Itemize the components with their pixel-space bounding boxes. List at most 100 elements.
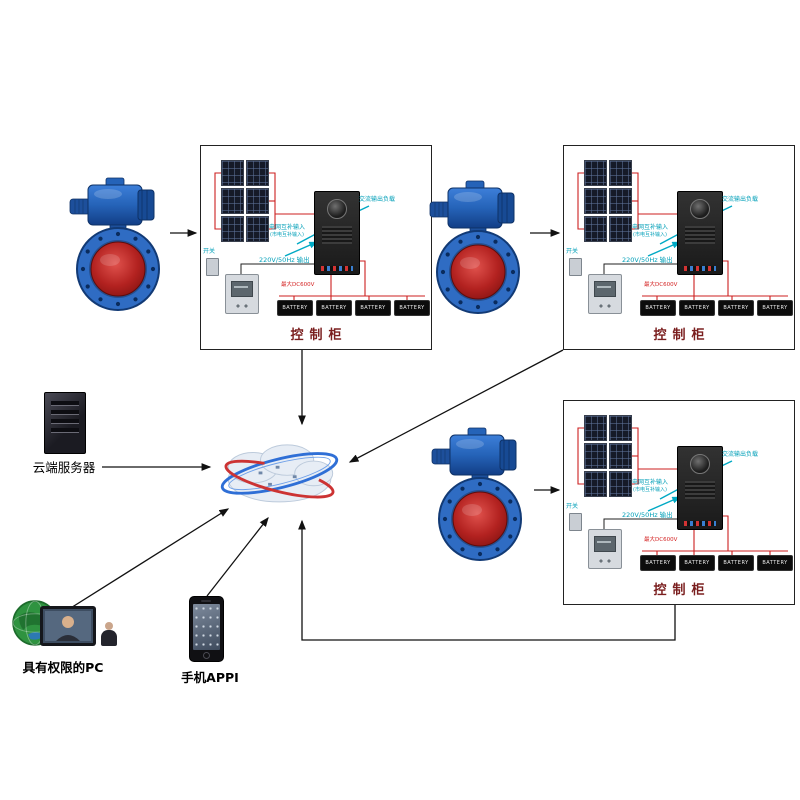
- switch-box: [206, 258, 219, 276]
- label-switch: 开关: [566, 248, 579, 255]
- control-cabinet-3: 交流输出负载 电网互补输入 (市电互补输入) 开关 220V/50Hz 输出 最…: [563, 400, 795, 605]
- solar-panel: [584, 188, 607, 214]
- solar-panel-array: [584, 160, 632, 242]
- inverter-unit: [314, 191, 360, 275]
- solar-panel: [584, 471, 607, 497]
- solar-panel-array: [221, 160, 269, 242]
- label-dc-warning: 最大DC600V: [281, 282, 315, 288]
- inverter-terminals: [684, 266, 716, 271]
- solar-panel: [584, 160, 607, 186]
- valve-3: [430, 422, 530, 562]
- inverter-terminals: [321, 266, 353, 271]
- solar-panel: [221, 216, 244, 242]
- control-cabinet: 交流输出负载 电网互补输入 (市电互补输入) 开关 220V/50Hz 输出 最…: [564, 146, 794, 349]
- server-slot: [51, 428, 79, 433]
- valve-1: [68, 172, 168, 312]
- label-dc-warning: 最大DC600V: [644, 537, 678, 543]
- user-body: [101, 630, 117, 646]
- label-mains-input: 电网互补输入 (市电互补输入): [620, 479, 680, 494]
- label-output-voltage: 220V/50Hz 输出: [259, 256, 310, 264]
- solar-panel: [609, 160, 632, 186]
- label-ac-output: 交流输出负载: [722, 196, 759, 203]
- inverter-dial-icon: [327, 199, 347, 219]
- label-mains-input-main: 电网互补输入: [268, 224, 305, 231]
- control-cabinet-1: 交流输出负载 电网互补输入 (市电互补输入) 开关 220V/50Hz 输出 最…: [200, 145, 432, 350]
- electric-butterfly-valve-icon: [431, 427, 522, 561]
- monitor-icon: [40, 606, 96, 646]
- battery: BATTERY: [277, 300, 313, 316]
- solar-panel: [246, 160, 269, 186]
- power-meter: [588, 529, 622, 569]
- label-mains-input-main: 电网互补输入: [631, 224, 668, 231]
- arrow-phone-to-cloud: [206, 516, 269, 597]
- label-mains-input-sub: (市电互补输入): [633, 487, 667, 493]
- label-dc-warning: 最大DC600V: [644, 282, 678, 288]
- battery: BATTERY: [394, 300, 430, 316]
- battery: BATTERY: [679, 300, 715, 316]
- solar-panel: [246, 216, 269, 242]
- control-cabinet: 交流输出负载 电网互补输入 (市电互补输入) 开关 220V/50Hz 输出 最…: [201, 146, 431, 349]
- cabinet-title: 控制柜: [653, 583, 711, 598]
- battery: BATTERY: [718, 555, 754, 571]
- power-meter: [588, 274, 622, 314]
- inverter-vents: [322, 226, 352, 244]
- phone-screen: [193, 604, 220, 650]
- label-mains-input: 电网互补输入 (市电互补输入): [257, 224, 317, 239]
- user-figure-icon: [100, 622, 118, 648]
- arrow-cabinet2-to-cloud: [348, 349, 564, 463]
- cabinet-title: 控制柜: [290, 328, 348, 343]
- solar-panel: [584, 216, 607, 242]
- battery: BATTERY: [316, 300, 352, 316]
- label-output-voltage: 220V/50Hz 输出: [622, 511, 673, 519]
- battery: BATTERY: [679, 555, 715, 571]
- switch-box: [569, 513, 582, 531]
- meter-buttons: [597, 559, 613, 563]
- inverter-vents: [685, 226, 715, 244]
- solar-panel: [221, 160, 244, 186]
- control-cabinet: 交流输出负载 电网互补输入 (市电互补输入) 开关 220V/50Hz 输出 最…: [564, 401, 794, 604]
- inverter-unit: [677, 446, 723, 530]
- arrow-cabinet3-to-cloud: [298, 519, 676, 641]
- solar-panel: [221, 188, 244, 214]
- label-mains-input: 电网互补输入 (市电互补输入): [620, 224, 680, 239]
- meter-buttons: [234, 304, 250, 308]
- label-switch: 开关: [566, 503, 579, 510]
- arrow-pc-to-cloud: [57, 508, 230, 617]
- server-tower-icon: [44, 392, 86, 454]
- power-meter: [225, 274, 259, 314]
- meter-screen: [594, 536, 616, 552]
- solar-panel: [246, 188, 269, 214]
- label-mains-input-sub: (市电互补输入): [270, 232, 304, 238]
- inverter-dial-icon: [690, 199, 710, 219]
- battery-bank: BATTERY BATTERY BATTERY BATTERY: [640, 555, 793, 571]
- solar-panel: [584, 443, 607, 469]
- internet-cloud-icon: [212, 424, 347, 519]
- inverter-terminals: [684, 521, 716, 526]
- phone-speaker: [201, 600, 211, 602]
- battery: BATTERY: [355, 300, 391, 316]
- inverter-unit: [677, 191, 723, 275]
- server-label: 云端服务器: [32, 460, 96, 475]
- cabinet-title: 控制柜: [653, 328, 711, 343]
- server-slot: [51, 410, 79, 415]
- battery: BATTERY: [640, 300, 676, 316]
- label-ac-output: 交流输出负载: [722, 451, 759, 458]
- meter-screen: [231, 281, 253, 297]
- user-head: [105, 622, 113, 630]
- control-cabinet-2: 交流输出负载 电网互补输入 (市电互补输入) 开关 220V/50Hz 输出 最…: [563, 145, 795, 350]
- label-mains-input-sub: (市电互补输入): [633, 232, 667, 238]
- battery: BATTERY: [757, 555, 793, 571]
- switch-box: [569, 258, 582, 276]
- label-switch: 开关: [203, 248, 216, 255]
- solar-panel: [609, 415, 632, 441]
- inverter-dial-icon: [690, 454, 710, 474]
- phone-label: 手机APPI: [181, 670, 239, 685]
- label-output-voltage: 220V/50Hz 输出: [622, 256, 673, 264]
- label-ac-output: 交流输出负载: [359, 196, 396, 203]
- authorized-pc-icon: [12, 598, 124, 654]
- pc-label: 具有权限的PC: [22, 660, 104, 675]
- battery: BATTERY: [640, 555, 676, 571]
- inverter-vents: [685, 481, 715, 499]
